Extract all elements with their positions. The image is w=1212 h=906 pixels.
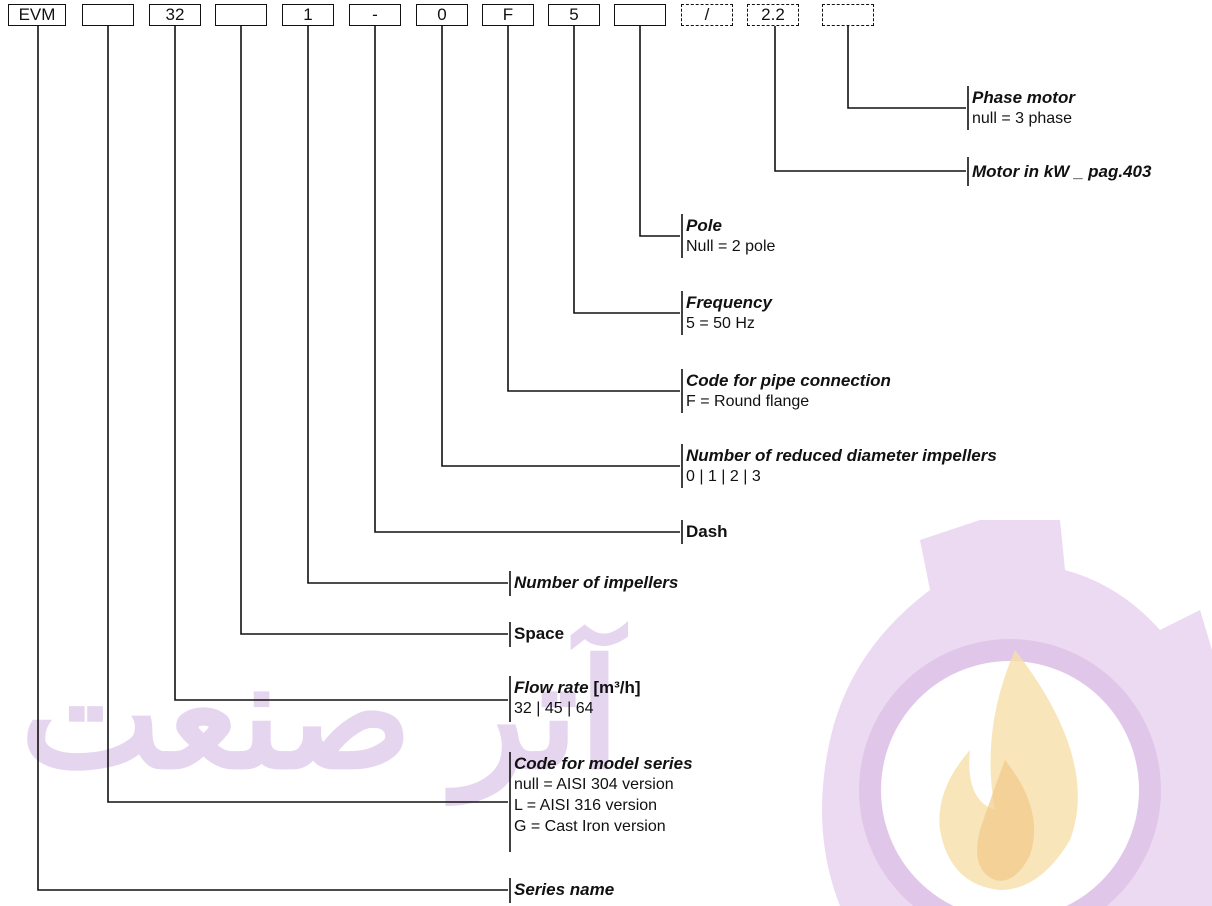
label-flow-rate-title: Flow rate	[514, 678, 589, 697]
label-dash: Dash	[686, 521, 728, 542]
label-pipe-connection-value: F = Round flange	[686, 393, 810, 410]
connector-space	[240, 26, 508, 635]
label-reduced-impellers-value: 0 | 1 | 2 | 3	[686, 468, 761, 485]
label-series-name: Series name	[514, 879, 614, 900]
label-phase-motor-title: Phase motor	[972, 88, 1075, 107]
code-box-reduced-impellers: 0	[416, 4, 468, 26]
watermark-logo	[822, 520, 1212, 906]
label-flow-rate-value: 32 | 45 | 64	[514, 700, 594, 717]
label-reduced-impellers-title: Number of reduced diameter impellers	[686, 446, 997, 465]
label-pole-title: Pole	[686, 216, 722, 235]
label-frequency: Frequency 5 = 50 Hz	[686, 292, 772, 334]
label-pole-value: Null = 2 pole	[686, 238, 776, 255]
label-pipe-connection-title: Code for pipe connection	[686, 371, 891, 390]
connector-frequency	[573, 26, 680, 314]
connector-impellers	[307, 26, 508, 584]
code-box-space	[215, 4, 267, 26]
label-impellers: Number of impellers	[514, 572, 678, 593]
label-phase-motor: Phase motor null = 3 phase	[972, 87, 1075, 129]
label-pipe-connection: Code for pipe connection F = Round flang…	[686, 370, 891, 412]
connector-phase-motor	[847, 26, 966, 109]
label-series-name-title: Series name	[514, 880, 615, 899]
label-motor-kw-title: Motor in kW _ pag.403	[972, 162, 1152, 181]
connector-pole	[639, 26, 680, 237]
label-model-series-value-2: L = AISI 316 version	[514, 797, 658, 814]
connector-dash	[374, 26, 680, 533]
label-frequency-title: Frequency	[686, 293, 772, 312]
code-box-pole	[614, 4, 666, 26]
connector-series-name	[37, 26, 508, 891]
label-model-series-value-3: G = Cast Iron version	[514, 818, 666, 835]
label-flow-rate: Flow rate [m³/h] 32 | 45 | 64	[514, 677, 641, 719]
label-model-series-value-1: null = AISI 304 version	[514, 776, 674, 793]
code-box-slash: /	[681, 4, 733, 26]
label-flow-rate-heading: Flow rate [m³/h]	[514, 677, 641, 698]
code-box-dash: -	[349, 4, 401, 26]
code-box-phase	[822, 4, 874, 26]
label-pole: Pole Null = 2 pole	[686, 215, 775, 257]
label-space-title: Space	[514, 624, 565, 643]
connector-reduced-impellers	[441, 26, 680, 467]
code-box-impellers: 1	[282, 4, 334, 26]
code-box-frequency: 5	[548, 4, 600, 26]
label-reduced-impellers: Number of reduced diameter impellers 0 |…	[686, 445, 997, 487]
code-box-series: EVM	[8, 4, 66, 26]
label-motor-kw: Motor in kW _ pag.403	[972, 161, 1151, 182]
watermark-text: آتر صنعت	[20, 631, 621, 799]
label-phase-motor-value: null = 3 phase	[972, 110, 1073, 127]
label-model-series-title: Code for model series	[514, 754, 693, 773]
connector-pipe-connection	[507, 26, 680, 392]
label-model-series: Code for model series null = AISI 304 ve…	[514, 753, 693, 837]
label-frequency-value: 5 = 50 Hz	[686, 315, 755, 332]
code-box-flow-rate: 32	[149, 4, 201, 26]
connector-model-series	[107, 26, 508, 803]
label-space: Space	[514, 623, 564, 644]
label-impellers-title: Number of impellers	[514, 573, 679, 592]
label-dash-title: Dash	[686, 522, 728, 541]
connector-flow-rate	[174, 26, 508, 701]
code-box-motor-kw: 2.2	[747, 4, 799, 26]
connector-motor-kw	[774, 26, 966, 172]
code-box-pipe-connection: F	[482, 4, 534, 26]
label-flow-rate-unit: [m³/h]	[593, 678, 641, 697]
code-box-model-series	[82, 4, 134, 26]
